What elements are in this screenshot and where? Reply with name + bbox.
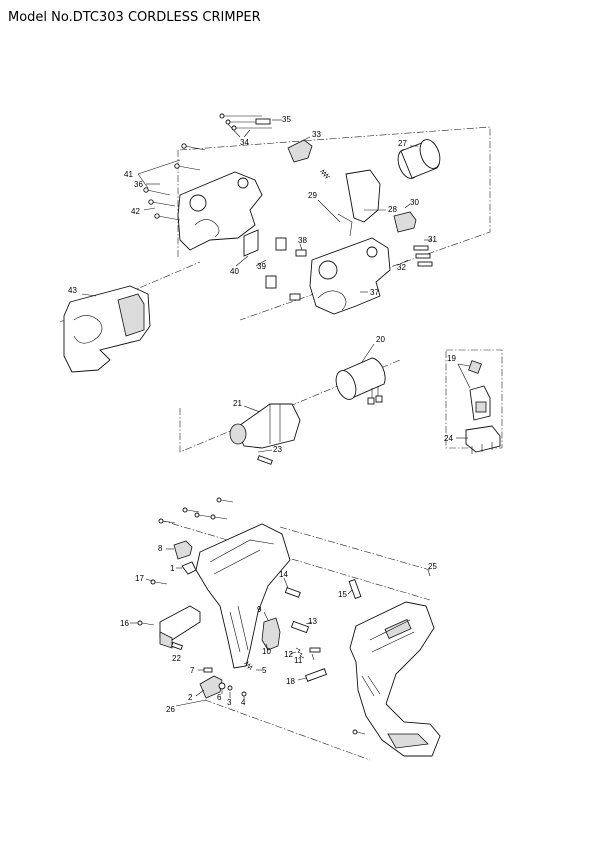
label-32: 32 <box>397 263 406 272</box>
label-37: 37 <box>370 288 379 297</box>
part-24-switch-base <box>465 425 501 454</box>
label-42: 42 <box>131 207 140 216</box>
label-34: 34 <box>240 138 249 147</box>
motor-boundary <box>179 359 401 453</box>
part-4-ball <box>241 691 247 697</box>
part-31-32-pins <box>413 245 433 267</box>
label-25: 25 <box>428 562 437 571</box>
part-36-jaw-plate <box>177 171 263 251</box>
label-2: 2 <box>188 693 193 702</box>
label-40: 40 <box>230 267 239 276</box>
part-18-pin <box>305 668 327 682</box>
part-1-bracket <box>181 561 197 575</box>
label-20: 20 <box>376 335 385 344</box>
label-29: 29 <box>308 191 317 200</box>
label-30: 30 <box>410 198 419 207</box>
part-13-pin <box>290 620 310 634</box>
label-24: 24 <box>444 434 453 443</box>
head-assembly-boundary <box>179 126 491 321</box>
part-27-sleeve <box>397 139 441 179</box>
part-23-pin <box>257 455 273 465</box>
label-28: 28 <box>388 205 397 214</box>
label-10: 10 <box>262 647 271 656</box>
label-38: 38 <box>298 236 307 245</box>
part-20-motor-housing <box>335 357 386 405</box>
label-13: 13 <box>308 617 317 626</box>
label-26: 26 <box>166 705 175 714</box>
part-6-ring <box>218 682 226 690</box>
part-11-pin <box>309 647 321 653</box>
part-22-pin <box>171 641 183 651</box>
label-16: 16 <box>120 619 129 628</box>
label-23: 23 <box>273 445 282 454</box>
page-title: Model No.DTC303 CORDLESS CRIMPER <box>8 10 261 25</box>
left-housing-half <box>195 523 291 669</box>
label-36: 36 <box>134 180 143 189</box>
label-31: 31 <box>428 235 437 244</box>
label-8: 8 <box>158 544 163 553</box>
label-19: 19 <box>447 354 456 363</box>
part-29-spring <box>319 169 331 179</box>
part-41-42-screws <box>143 143 206 221</box>
part-16-latch <box>159 605 201 649</box>
label-21: 21 <box>233 399 242 408</box>
part-3-spring <box>227 685 233 691</box>
label-9: 9 <box>257 605 262 614</box>
label-3: 3 <box>227 698 232 707</box>
part-12-spring <box>295 647 305 659</box>
part-14-screw <box>284 587 301 598</box>
label-18: 18 <box>286 677 295 686</box>
part-25-housing <box>349 601 441 757</box>
label-4: 4 <box>241 698 246 707</box>
label-17: 17 <box>135 574 144 583</box>
label-5: 5 <box>262 666 267 675</box>
label-35: 35 <box>282 115 291 124</box>
label-39: 39 <box>257 262 266 271</box>
part-19-switch <box>468 360 491 421</box>
part-40-bracket <box>243 229 259 257</box>
part-15-screw <box>348 578 362 600</box>
label-41: 41 <box>124 170 133 179</box>
part-8-connector <box>173 540 193 560</box>
label-11: 11 <box>294 656 303 665</box>
label-33: 33 <box>312 130 321 139</box>
part-30-block <box>393 211 417 233</box>
label-7: 7 <box>190 666 195 675</box>
part-labels: 35 34 33 27 41 36 29 42 28 30 31 32 38 3… <box>68 115 456 714</box>
part-43-head-cover <box>63 285 151 373</box>
label-27: 27 <box>398 139 407 148</box>
part-28-trigger-block <box>345 169 381 223</box>
part-5-spring <box>243 661 253 671</box>
label-15: 15 <box>338 590 347 599</box>
label-14: 14 <box>279 570 288 579</box>
part-21-motor <box>229 403 301 449</box>
part-9-trigger <box>261 617 281 651</box>
label-12: 12 <box>284 650 293 659</box>
housing-screws <box>137 497 366 735</box>
label-1: 1 <box>170 564 175 573</box>
label-22: 22 <box>172 654 181 663</box>
label-43: 43 <box>68 286 77 295</box>
part-35-screws <box>219 113 272 131</box>
part-38-39-pins <box>265 237 307 301</box>
label-6: 6 <box>217 693 222 702</box>
part-7-pin <box>203 667 213 673</box>
part-33-block <box>287 139 313 163</box>
